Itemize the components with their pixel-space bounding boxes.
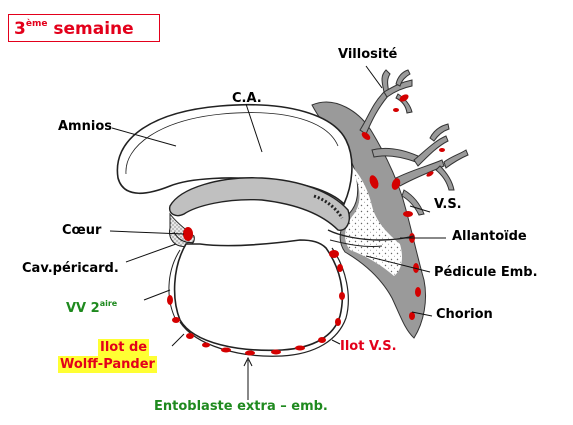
heart-region <box>169 212 195 247</box>
embryonic-disc <box>169 177 350 231</box>
pointer-lines <box>109 65 446 400</box>
label-villosite: Villosité <box>338 47 398 62</box>
amniotic-cavity <box>116 103 353 206</box>
chorion-blood-islands <box>361 94 445 320</box>
label-pedicule: Pédicule Emb. <box>434 265 538 280</box>
title-superscript: ème <box>25 19 48 29</box>
label-cav-pericard: Cav.péricard. <box>22 261 119 276</box>
label-allantoide: Allantoïde <box>452 229 527 244</box>
label-chorion: Chorion <box>436 307 493 322</box>
label-ca: C.A. <box>232 91 262 106</box>
title-box <box>8 14 160 42</box>
villi <box>359 69 469 216</box>
label-vv2-main: VV 2 <box>66 301 100 316</box>
label-ilot-wp-line1-text: Ilot de <box>98 339 150 356</box>
title-word: semaine <box>53 19 134 39</box>
label-vv2-sup: aire <box>99 299 118 308</box>
page-title: 3ème semaine <box>14 19 134 39</box>
yolk-sac-blood-islands <box>167 250 345 356</box>
label-ilot-wp-line2: Wolff-Pander <box>58 356 157 373</box>
mesenchyme <box>345 160 402 276</box>
label-vs: V.S. <box>434 197 462 212</box>
label-ilot-vs: Ilot V.S. <box>340 339 397 354</box>
label-coeur: Cœur <box>62 223 102 238</box>
label-amnios: Amnios <box>58 119 112 134</box>
label-ilot-wp-line2-text: Wolff-Pander <box>58 356 157 373</box>
title-number: 3 <box>14 19 26 39</box>
label-entoblaste: Entoblaste extra – emb. <box>154 399 328 414</box>
label-ilot-wp-line1: Ilot de <box>98 339 150 356</box>
label-vv2: VV 2aire <box>66 299 118 316</box>
